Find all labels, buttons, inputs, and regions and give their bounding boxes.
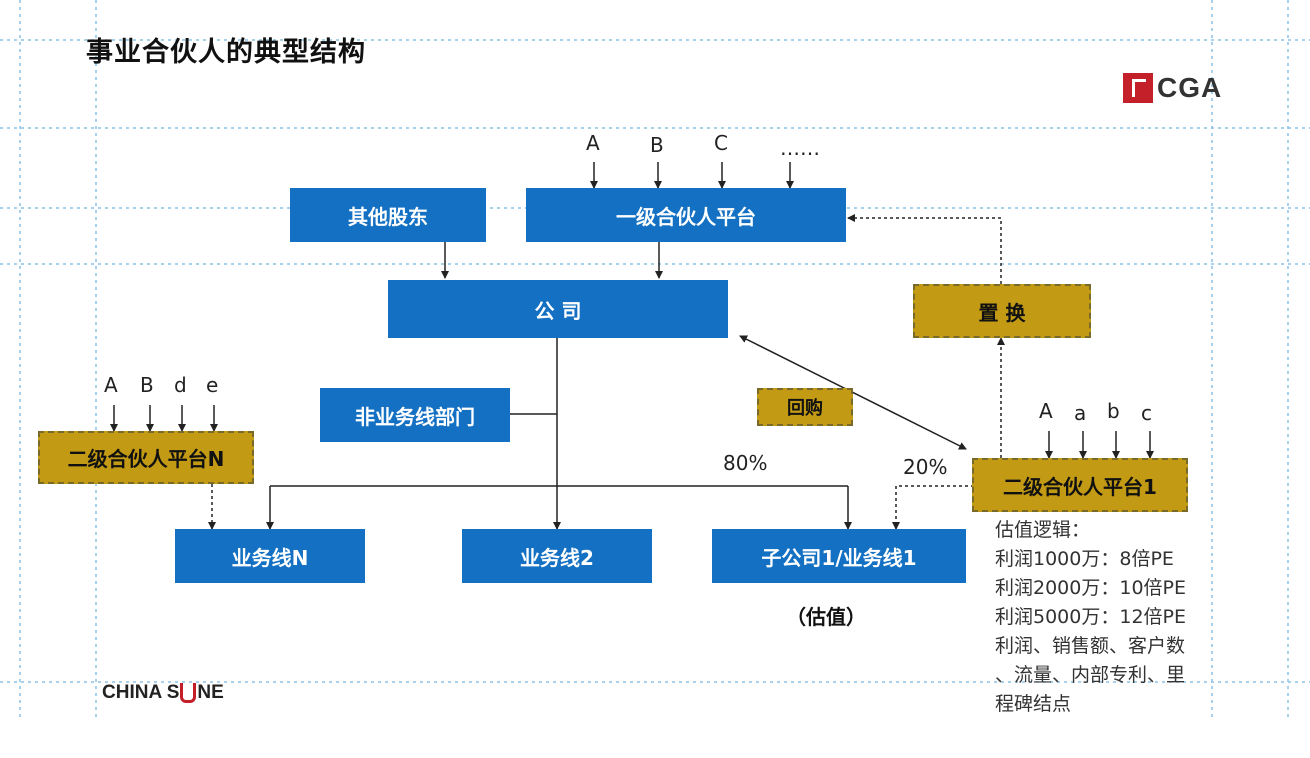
percent-20-label: 20% bbox=[903, 455, 948, 479]
valuation-note-line: 程碑结点 bbox=[995, 693, 1072, 715]
valuation-note-line: 、流量、内部专利、里 bbox=[995, 664, 1186, 686]
cga-logo-icon bbox=[1123, 73, 1153, 103]
china-stone-logo: CHINA S NE bbox=[102, 682, 224, 704]
valuation-label: （估值） bbox=[786, 605, 866, 629]
level2-platform-n-box: 二级合伙人平台N bbox=[38, 431, 254, 484]
valuation-note-line: 利润5000万：12倍PE bbox=[995, 606, 1186, 628]
level2-1-input-a: A bbox=[1039, 399, 1053, 423]
valuation-note-line: 利润1000万：8倍PE bbox=[995, 548, 1174, 570]
level2-1-to-subsidiary-arrow bbox=[892, 485, 974, 530]
china-stone-logo-right: NE bbox=[197, 682, 224, 703]
slide-title: 事业合伙人的典型结构 bbox=[86, 37, 366, 68]
business-line-2-box: 业务线2 bbox=[462, 529, 652, 583]
valuation-notes: 估值逻辑： 利润1000万：8倍PE 利润2000万：10倍PE 利润5000万… bbox=[995, 516, 1245, 719]
china-stone-logo-left: CHINA S bbox=[102, 682, 180, 703]
level1-input-c: C bbox=[714, 131, 728, 155]
level2-1-input-a-lower: a bbox=[1074, 401, 1087, 425]
company-trunk bbox=[270, 338, 848, 487]
cga-logo: CGA bbox=[1123, 72, 1222, 104]
level1-input-arrows bbox=[590, 162, 794, 189]
level2n-input-d: d bbox=[174, 373, 187, 397]
china-stone-mark-icon bbox=[180, 683, 197, 703]
business-line-n-box: 业务线N bbox=[175, 529, 365, 583]
level2-1-input-b: b bbox=[1107, 399, 1120, 423]
valuation-note-line: 利润、销售额、客户数 bbox=[995, 635, 1186, 657]
non-business-dept-box: 非业务线部门 bbox=[320, 388, 510, 442]
percent-80-label: 80% bbox=[723, 451, 768, 475]
level1-input-more: …… bbox=[780, 136, 820, 160]
level1-platform-box: 一级合伙人平台 bbox=[526, 188, 846, 242]
other-shareholders-box: 其他股东 bbox=[290, 188, 486, 242]
level2-platform-1-box: 二级合伙人平台1 bbox=[972, 458, 1188, 512]
replace-to-level1-arrow bbox=[847, 214, 1002, 284]
buyback-box: 回购 bbox=[757, 388, 853, 426]
level1-input-a: A bbox=[586, 131, 600, 155]
level2n-input-arrows bbox=[110, 405, 218, 432]
guide-grid bbox=[0, 0, 1310, 720]
replace-box: 置 换 bbox=[913, 284, 1091, 338]
valuation-note-line: 估值逻辑： bbox=[995, 519, 1091, 541]
level2n-input-b: B bbox=[140, 373, 154, 397]
level2-1-input-arrows bbox=[1045, 431, 1154, 459]
trunk-branch-arrows bbox=[266, 486, 852, 530]
company-box: 公 司 bbox=[388, 280, 728, 338]
cga-logo-text: CGA bbox=[1157, 72, 1223, 103]
level2n-input-a: A bbox=[104, 373, 118, 397]
level1-input-b: B bbox=[650, 133, 664, 157]
level2-1-input-c: c bbox=[1141, 401, 1152, 425]
valuation-note-line: 利润2000万：10倍PE bbox=[995, 577, 1186, 599]
buyback-double-arrow bbox=[739, 335, 967, 450]
subsidiary-1-box: 子公司1/业务线1 bbox=[712, 529, 966, 583]
level2n-input-e: e bbox=[206, 373, 219, 397]
